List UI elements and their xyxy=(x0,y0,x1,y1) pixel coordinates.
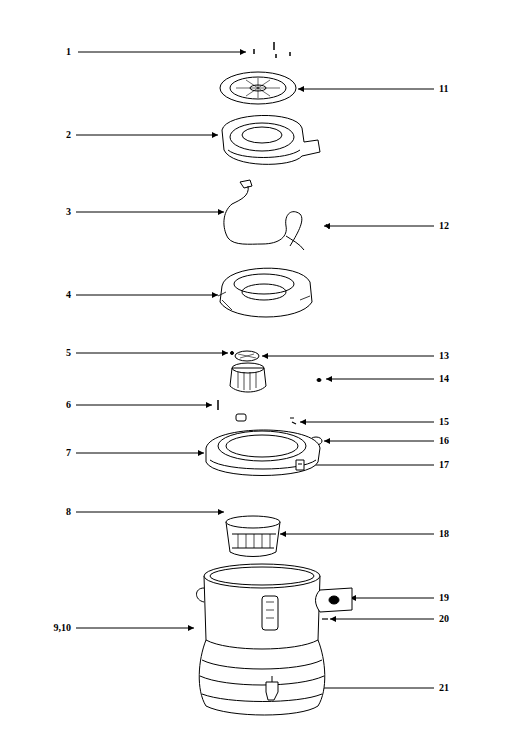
callout-number: 1 xyxy=(65,46,72,58)
callout-number: 13 xyxy=(438,350,450,362)
screw xyxy=(322,618,328,619)
callout-number: 21 xyxy=(438,682,450,694)
callout-number: 5 xyxy=(65,347,72,359)
lid xyxy=(206,430,320,476)
callout-number: 16 xyxy=(438,435,450,447)
callout-number: 6 xyxy=(65,399,72,411)
fan xyxy=(235,351,259,361)
caster xyxy=(266,676,278,700)
callout-number: 12 xyxy=(438,220,450,232)
bracket xyxy=(316,588,353,612)
filter-cartridge xyxy=(226,516,280,557)
callout-number: 11 xyxy=(438,83,449,95)
screws xyxy=(254,42,290,58)
power-cord xyxy=(224,180,304,250)
callout-number: 14 xyxy=(438,373,450,385)
callout-number: 9,10 xyxy=(53,622,73,634)
latch xyxy=(296,460,304,470)
callout-number: 15 xyxy=(438,416,450,428)
nut xyxy=(231,352,234,355)
callout-number: 18 xyxy=(438,528,450,540)
motor-cover xyxy=(218,268,312,317)
pin xyxy=(217,400,219,410)
callout-number: 2 xyxy=(65,129,72,141)
callout-number: 19 xyxy=(438,592,450,604)
callout-number: 8 xyxy=(65,506,72,518)
top-housing xyxy=(222,115,320,164)
callout-number: 3 xyxy=(65,206,72,218)
callout-number: 20 xyxy=(438,613,450,625)
callout-number: 7 xyxy=(65,447,72,459)
motor xyxy=(230,363,321,392)
tank xyxy=(197,564,325,715)
cord-clip xyxy=(326,224,330,229)
callout-number: 4 xyxy=(65,289,72,301)
callout-number: 17 xyxy=(438,459,450,471)
filter-disc xyxy=(220,72,296,104)
